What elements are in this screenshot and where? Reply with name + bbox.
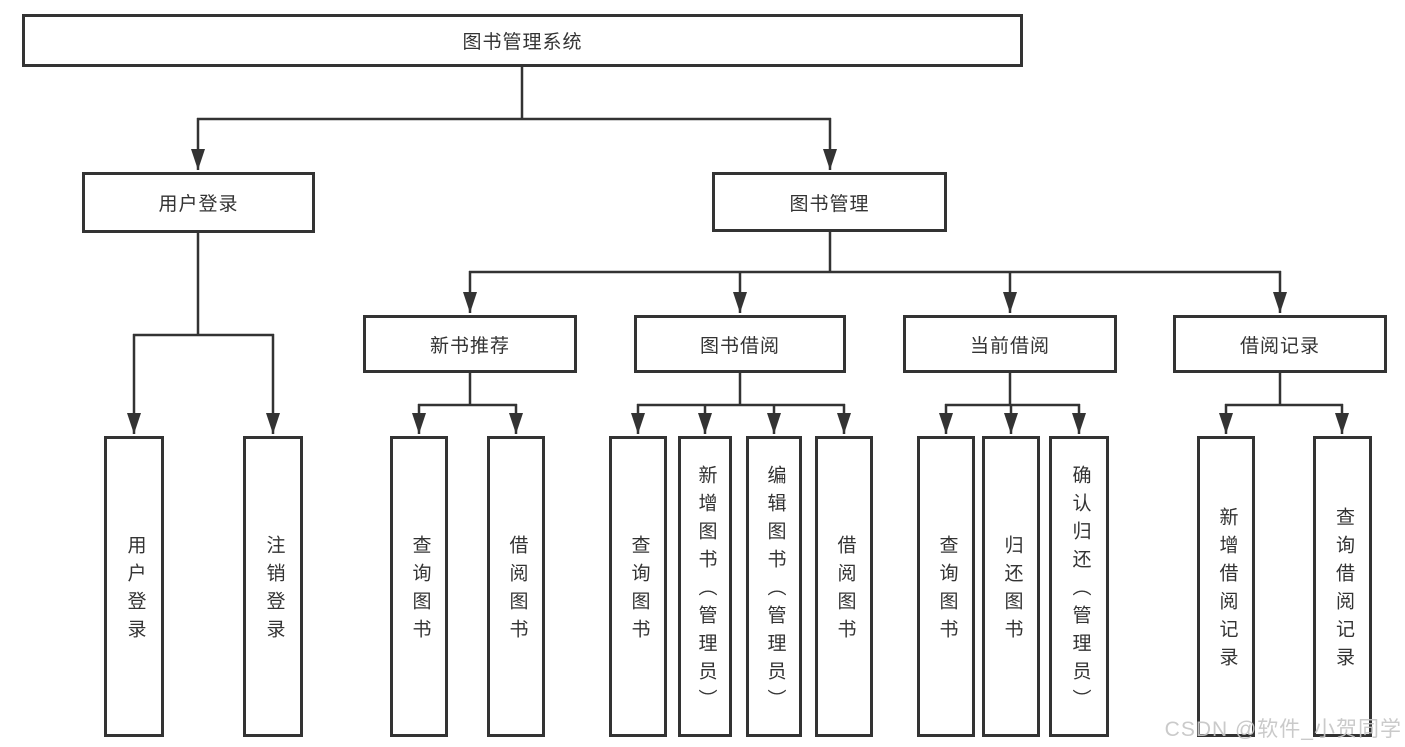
leaf-borrowing-borrow-books-label: 借阅图书 bbox=[834, 535, 856, 647]
leaf-borrowing-query-books-label: 查询图书 bbox=[628, 535, 650, 647]
leaf-current-query-books-label: 查询图书 bbox=[936, 535, 958, 647]
leaf-current-query-books: 查询图书 bbox=[917, 436, 975, 737]
leaf-return-books-label: 归还图书 bbox=[1001, 535, 1023, 647]
csdn-watermark: CSDN @软件_小贺同学 bbox=[1164, 718, 1402, 741]
leaf-borrowing-query-books: 查询图书 bbox=[609, 436, 667, 737]
leaf-recommend-borrow-books: 借阅图书 bbox=[487, 436, 545, 737]
leaf-query-borrow-record: 查询借阅记录 bbox=[1313, 436, 1372, 737]
leaf-add-books-admin: 新增图书（管理员） bbox=[678, 436, 732, 737]
leaf-return-books: 归还图书 bbox=[982, 436, 1040, 737]
node-new-book-recommend: 新书推荐 bbox=[363, 315, 577, 373]
leaf-add-borrow-record-label: 新增借阅记录 bbox=[1216, 507, 1238, 675]
leaf-user-login-label: 用户登录 bbox=[124, 535, 146, 647]
leaf-logout-label: 注销登录 bbox=[263, 535, 285, 647]
leaf-edit-books-admin: 编辑图书（管理员） bbox=[746, 436, 802, 737]
leaf-confirm-return-admin-label: 确认归还（管理员） bbox=[1069, 465, 1091, 717]
leaf-logout: 注销登录 bbox=[243, 436, 303, 737]
node-user-login: 用户登录 bbox=[82, 172, 315, 233]
leaf-borrowing-borrow-books: 借阅图书 bbox=[815, 436, 873, 737]
leaf-user-login: 用户登录 bbox=[104, 436, 164, 737]
node-book-management: 图书管理 bbox=[712, 172, 947, 232]
leaf-recommend-borrow-books-label: 借阅图书 bbox=[506, 535, 528, 647]
leaf-recommend-query-books-label: 查询图书 bbox=[409, 535, 431, 647]
leaf-add-borrow-record: 新增借阅记录 bbox=[1197, 436, 1255, 737]
leaf-edit-books-admin-label: 编辑图书（管理员） bbox=[764, 465, 786, 717]
node-current-borrowing: 当前借阅 bbox=[903, 315, 1117, 373]
node-borrowing-records: 借阅记录 bbox=[1173, 315, 1387, 373]
leaf-add-books-admin-label: 新增图书（管理员） bbox=[695, 465, 717, 717]
leaf-recommend-query-books: 查询图书 bbox=[390, 436, 448, 737]
leaf-confirm-return-admin: 确认归还（管理员） bbox=[1049, 436, 1109, 737]
node-book-borrowing: 图书借阅 bbox=[634, 315, 846, 373]
node-root-system: 图书管理系统 bbox=[22, 14, 1023, 67]
leaf-query-borrow-record-label: 查询借阅记录 bbox=[1332, 507, 1354, 675]
